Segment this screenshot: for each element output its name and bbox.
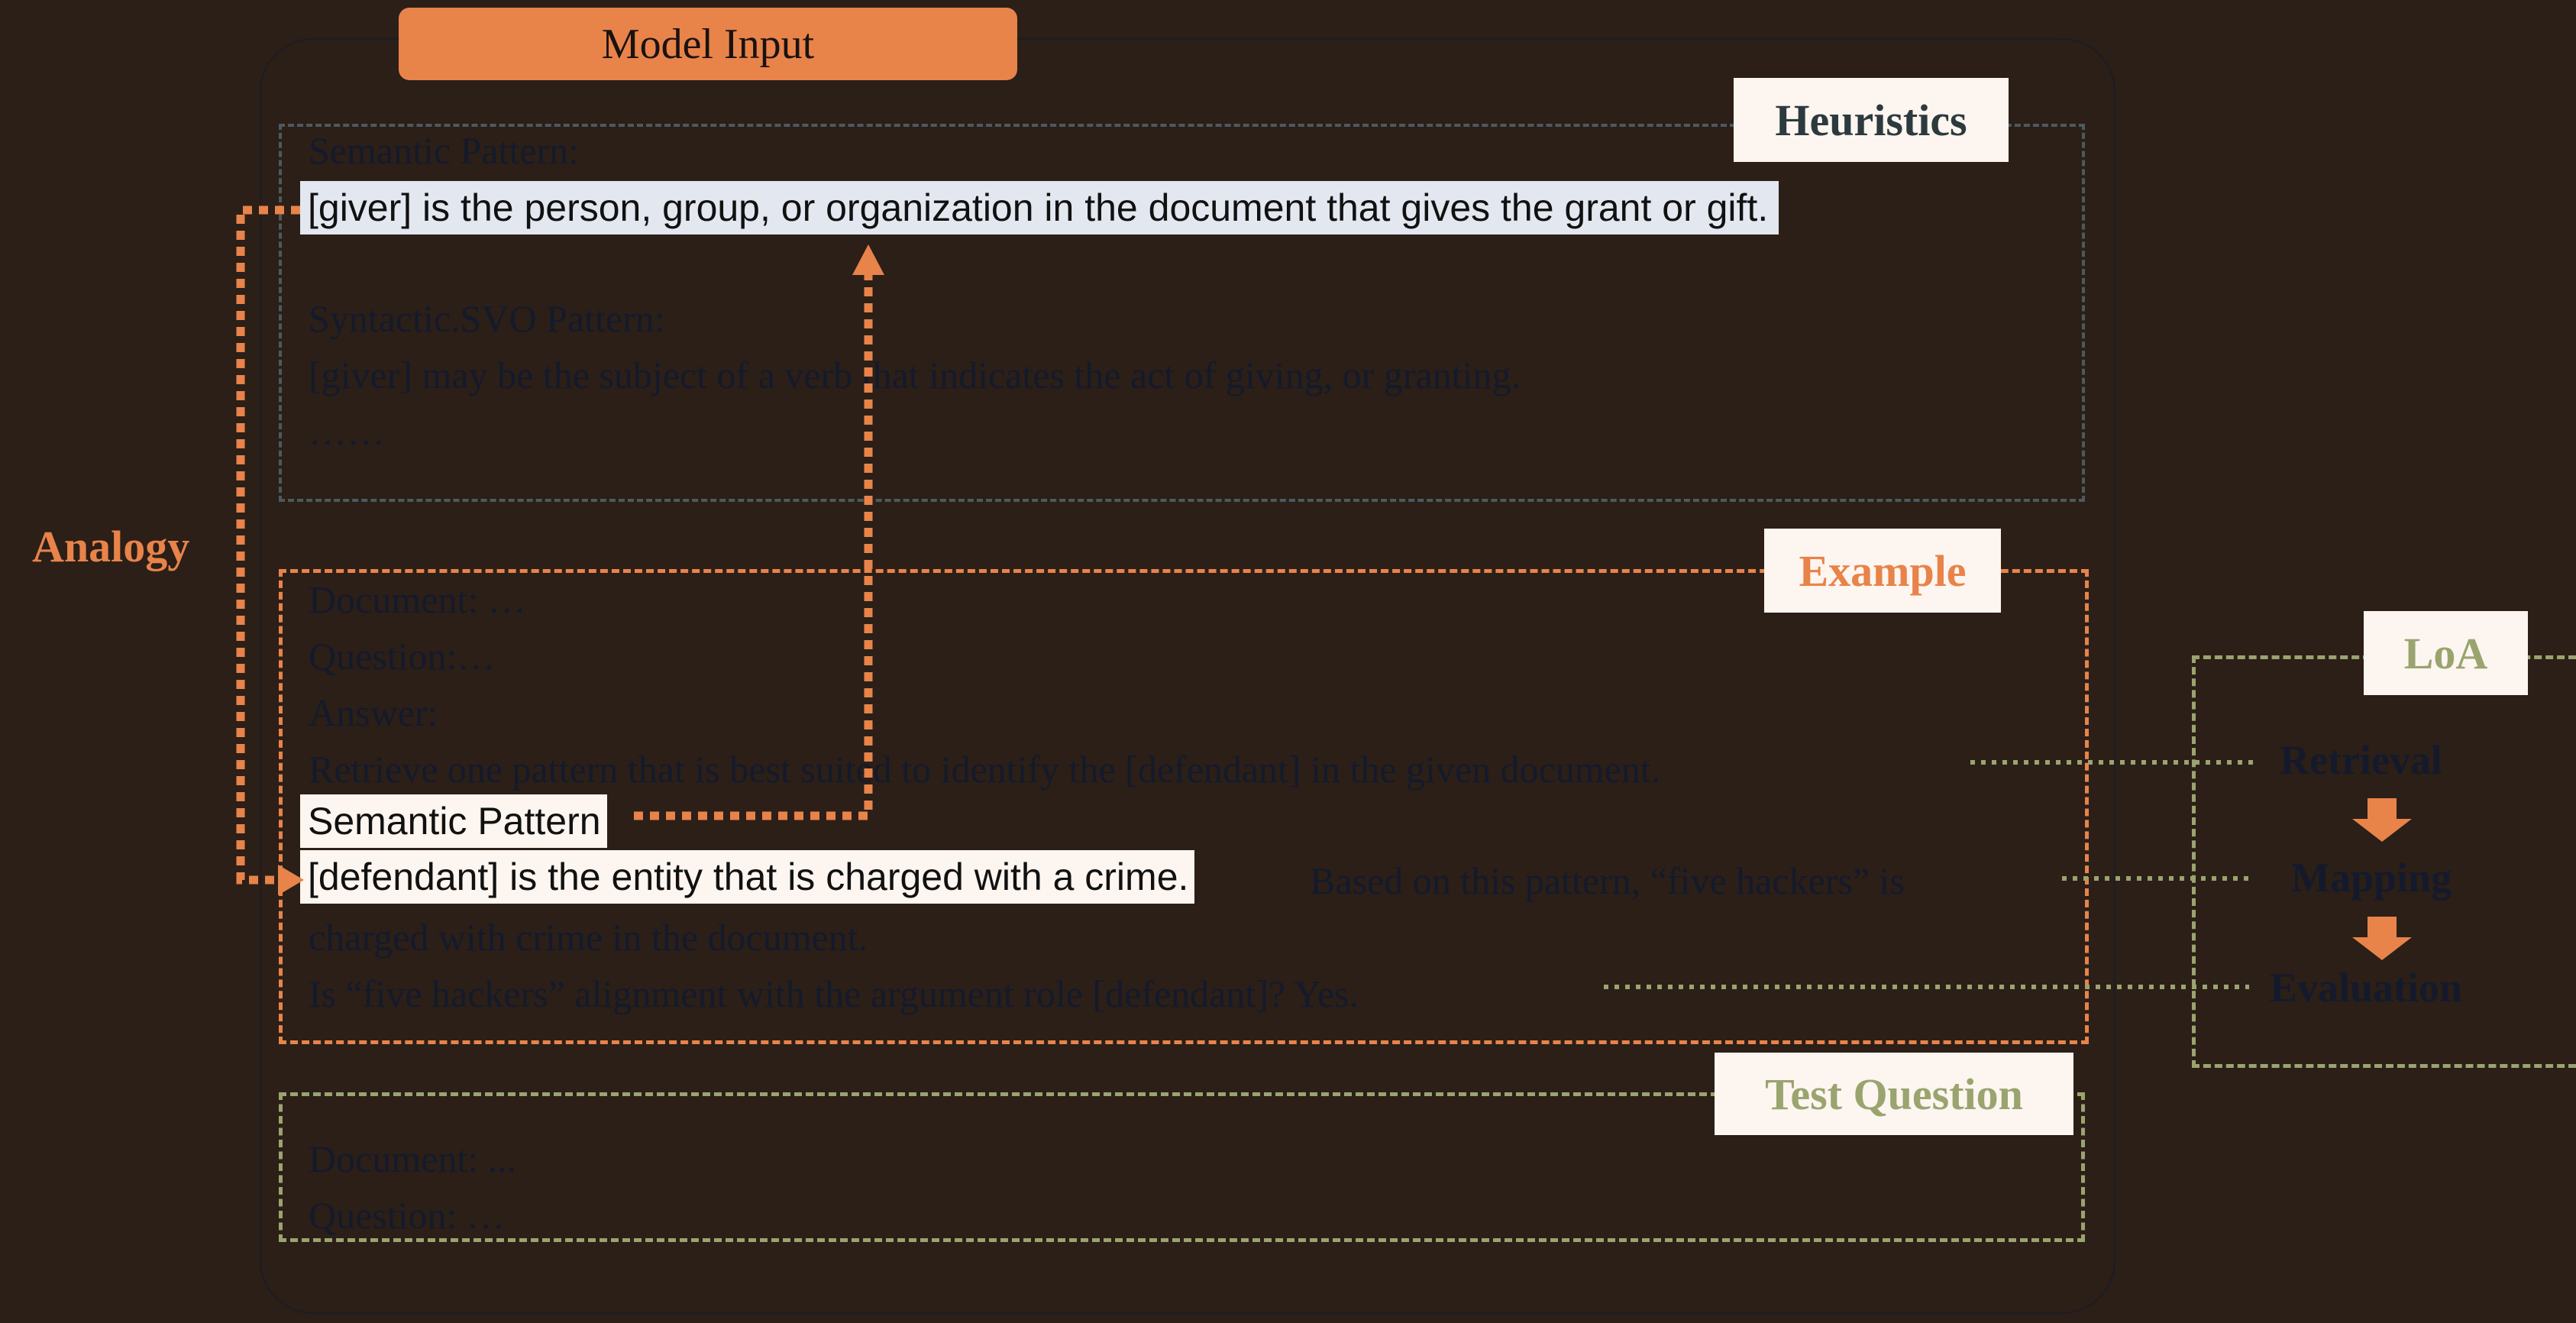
test-question-title: Test Question [1715,1053,2073,1135]
analogy-arrow [236,205,300,885]
loa-arrow-retrieval-mapping [2352,798,2412,842]
loa-step-evaluation: Evaluation [2270,965,2463,1011]
analogy-label: Analogy [32,522,190,571]
loa-step-mapping: Mapping [2291,855,2452,901]
example-answer: Answer: [309,691,438,734]
heuristics-ellipsis: …… [309,410,385,453]
retrieved-pattern-text: [defendant] is the entity that is charge… [300,850,1195,904]
pattern-link-arrow-head [852,244,884,275]
heuristics-title-text: Heuristics [1775,95,1967,145]
example-evaluation: Is “five hackers” alignment with the arg… [309,972,1359,1015]
example-retrieve-instruction: Retrieve one pattern that is best suited… [309,748,1661,791]
semantic-pattern-heading: Semantic Pattern: [309,129,580,172]
heuristics-section [279,124,2085,502]
loa-title: LoA [2364,611,2528,695]
example-section [279,569,2089,1044]
retrieved-pattern-name: Semantic Pattern [300,794,607,848]
test-question: Question: … [309,1194,505,1237]
test-question-section [279,1092,2085,1242]
example-title: Example [1764,529,2001,613]
test-document: Document: ... [309,1137,517,1180]
model-input-header: Model Input [399,8,1017,80]
example-mapping-text-a: Based on this pattern, “five hackers” is [1310,859,1905,902]
heuristics-title: Heuristics [1734,78,2009,162]
analogy-arrow-head [278,865,304,895]
semantic-pattern-text: [giver] is the person, group, or organiz… [300,181,1779,235]
pattern-link-arrow [634,272,873,820]
example-title-text: Example [1799,545,1967,596]
example-document: Document: … [309,578,526,621]
test-question-title-text: Test Question [1765,1069,2023,1119]
example-question: Question:… [309,635,496,678]
loa-title-text: LoA [2403,628,2488,678]
syntactic-pattern-text: [giver] may be the subject of a verb tha… [309,354,1521,396]
model-input-container [260,38,2115,1314]
syntactic-pattern-heading: Syntactic.SVO Pattern: [309,297,665,340]
loa-arrow-mapping-evaluation [2352,917,2412,960]
model-input-label: Model Input [601,20,815,68]
loa-step-retrieval: Retrieval [2280,737,2442,783]
example-mapping-text-b: charged with crime in the document. [309,916,868,959]
